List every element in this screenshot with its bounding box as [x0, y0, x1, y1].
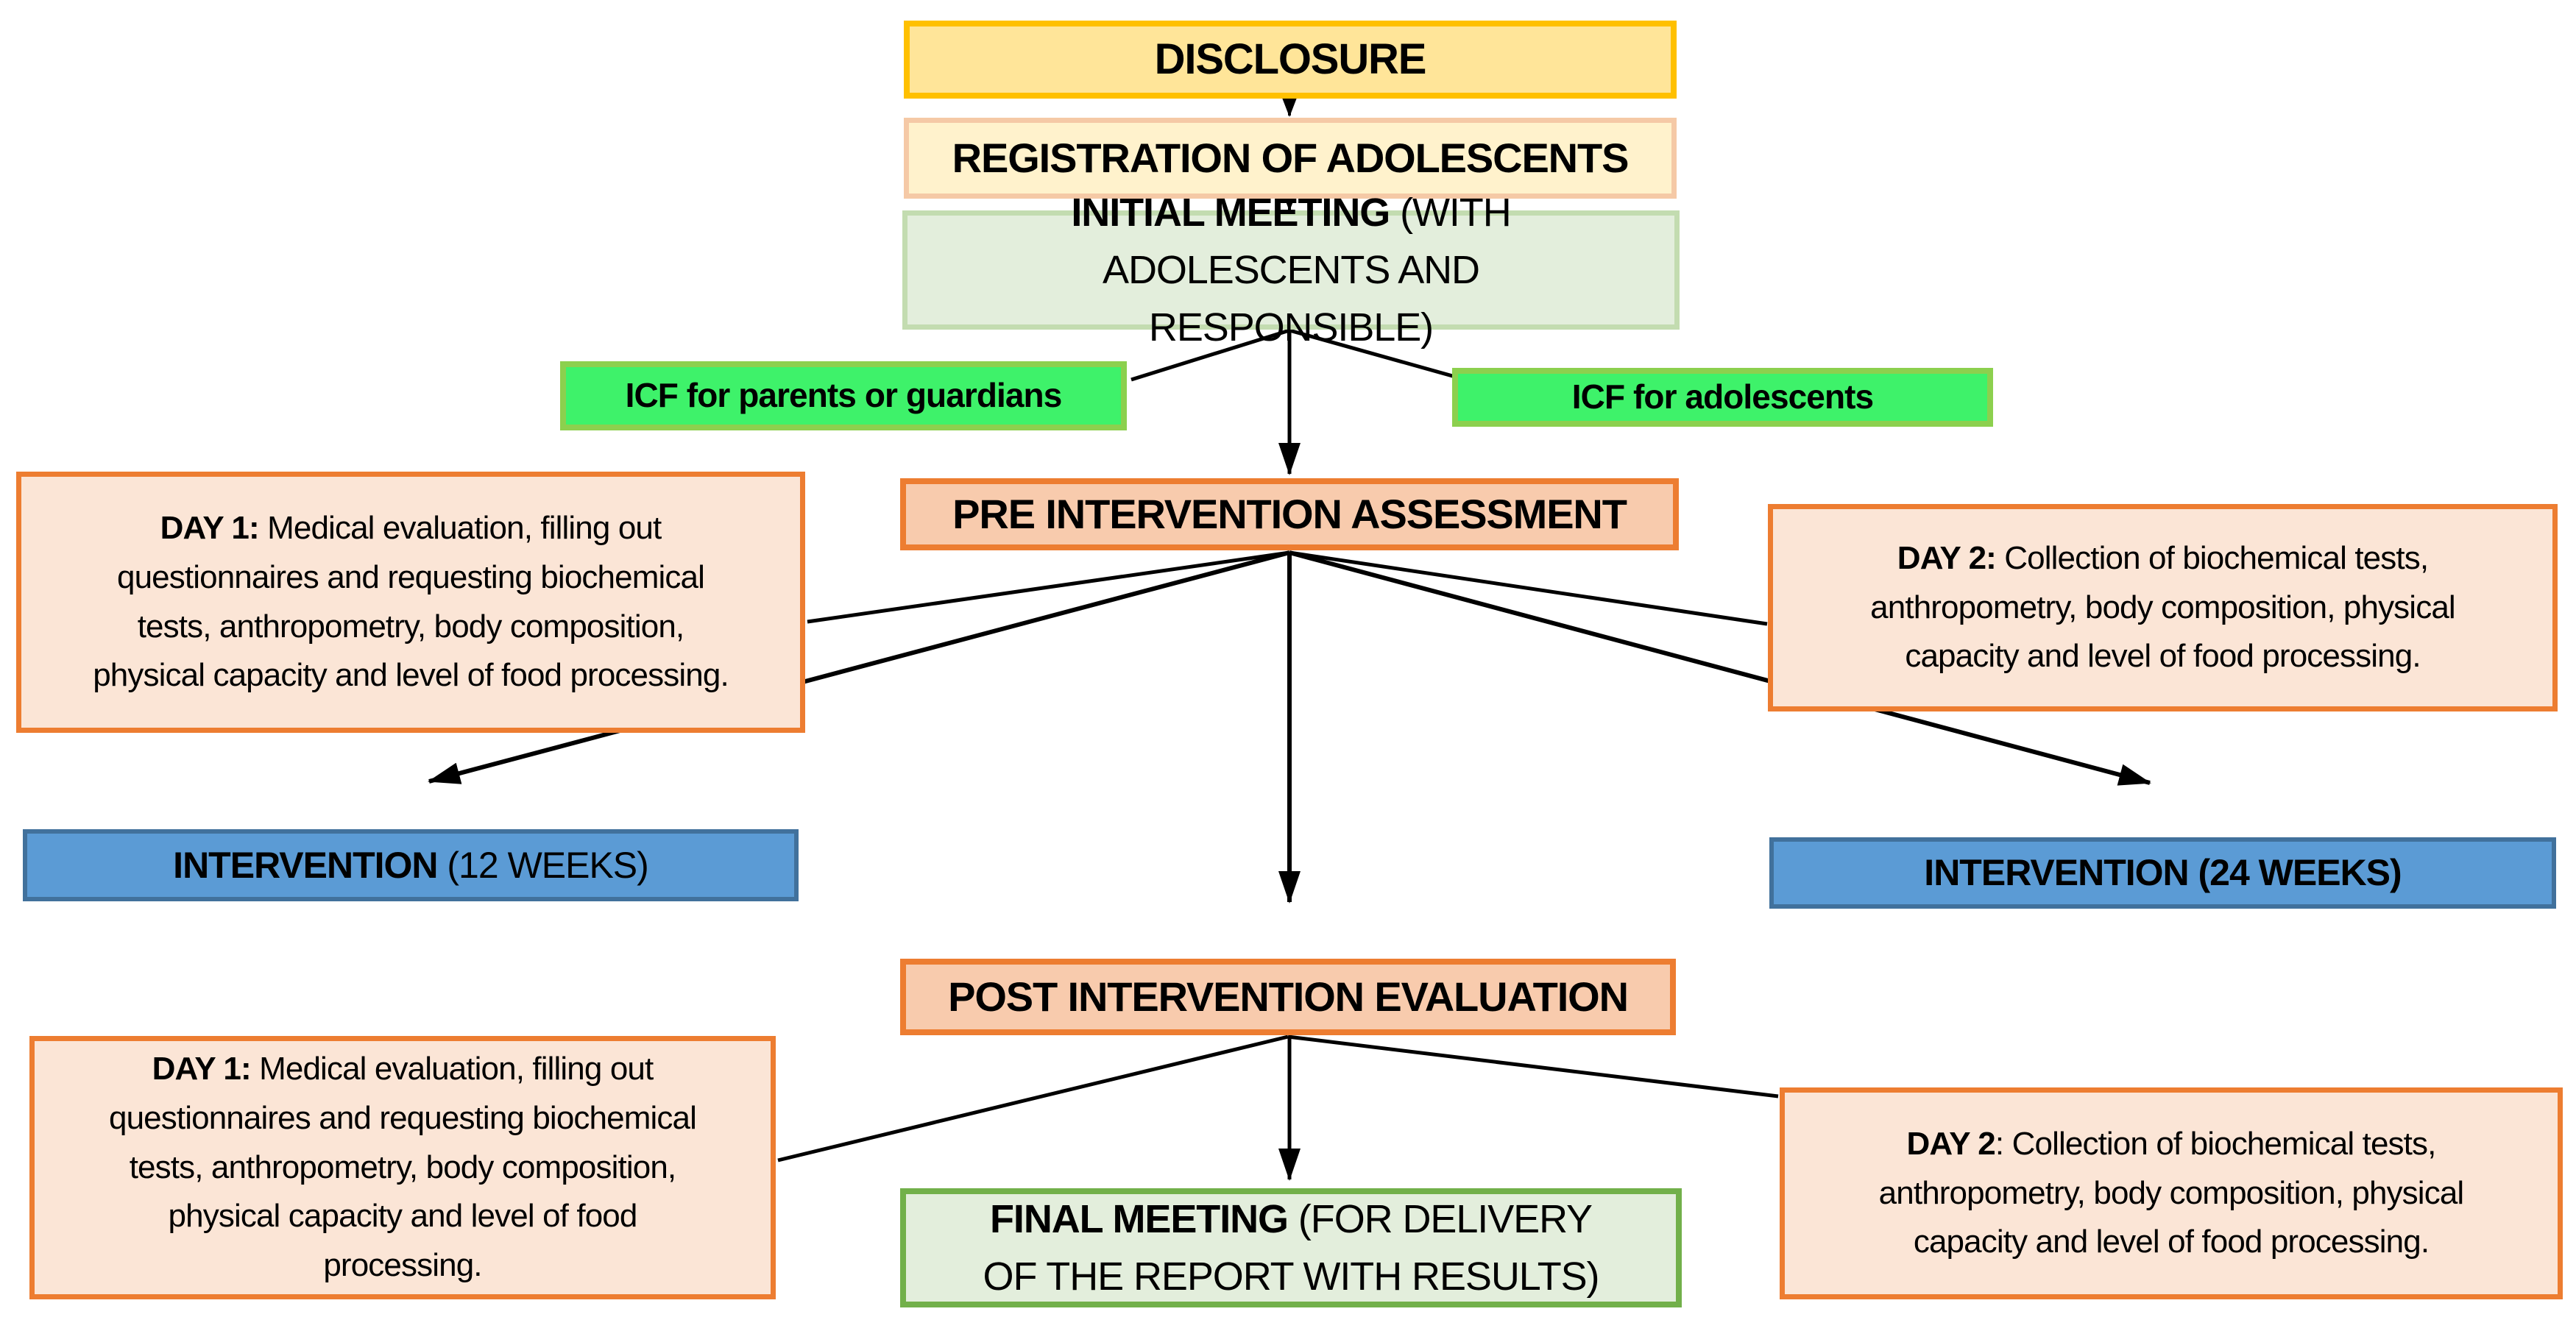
- node-label: DAY 1:: [160, 509, 260, 546]
- node-intervention-12-weeks: INTERVENTION (12 WEEKS): [23, 829, 799, 901]
- node-label: FINAL MEETING: [990, 1196, 1289, 1241]
- node-day2-pre-intervention: DAY 2: Collection of biochemical tests, …: [1768, 504, 2558, 711]
- node-label: ICF for parents or guardians: [625, 376, 1063, 415]
- node-day1-post-intervention: DAY 1: Medical evaluation, filling out q…: [29, 1036, 776, 1299]
- node-label: DAY 2:: [1897, 539, 1997, 576]
- node-label: INTERVENTION (24 WEEKS): [1924, 852, 2402, 893]
- node-intervention-24-weeks: INTERVENTION (24 WEEKS): [1769, 837, 2556, 909]
- node-icf-for-parents-or-guardians: ICF for parents or guardians: [560, 361, 1127, 430]
- line-post-evaluation-to-day1: [777, 1034, 1289, 1163]
- node-label: DAY 2: [1906, 1125, 1996, 1162]
- node-icf-for-adolescents: ICF for adolescents: [1452, 368, 1993, 427]
- node-initial-meeting: INITIAL MEETING (WITH ADOLESCENTS AND RE…: [902, 191, 1680, 349]
- node-pre-intervention-assessment: PRE INTERVENTION ASSESSMENT: [900, 478, 1679, 550]
- line-pre-assessment-to-day2: [1289, 550, 1768, 626]
- node-day2-post-intervention: DAY 2: Collection of biochemical tests, …: [1780, 1087, 2563, 1299]
- node-label: ICF for adolescents: [1571, 377, 1874, 416]
- node-day1-pre-intervention: DAY 1: Medical evaluation, filling out q…: [16, 472, 805, 733]
- node-post-intervention-evaluation: POST INTERVENTION EVALUATION: [900, 959, 1676, 1035]
- node-label: PRE INTERVENTION ASSESSMENT: [952, 490, 1627, 537]
- node-label: DAY 1:: [152, 1050, 252, 1087]
- line-post-evaluation-to-day2: [1287, 1034, 1779, 1098]
- node-disclosure: DISCLOSURE: [904, 21, 1677, 99]
- node-label: INTERVENTION: [173, 844, 438, 886]
- node-registration-of-adolescents: REGISTRATION OF ADOLESCENTS: [904, 118, 1677, 199]
- node-label: INITIAL MEETING: [1071, 190, 1390, 235]
- node-final-meeting: FINAL MEETING (FOR DELIVERY OF THE REPOR…: [900, 1188, 1682, 1307]
- node-label: REGISTRATION OF ADOLESCENTS: [952, 134, 1630, 181]
- node-label: POST INTERVENTION EVALUATION: [948, 973, 1629, 1020]
- line-pre-assessment-to-day1: [807, 550, 1290, 624]
- node-label: DISCLOSURE: [1154, 35, 1427, 84]
